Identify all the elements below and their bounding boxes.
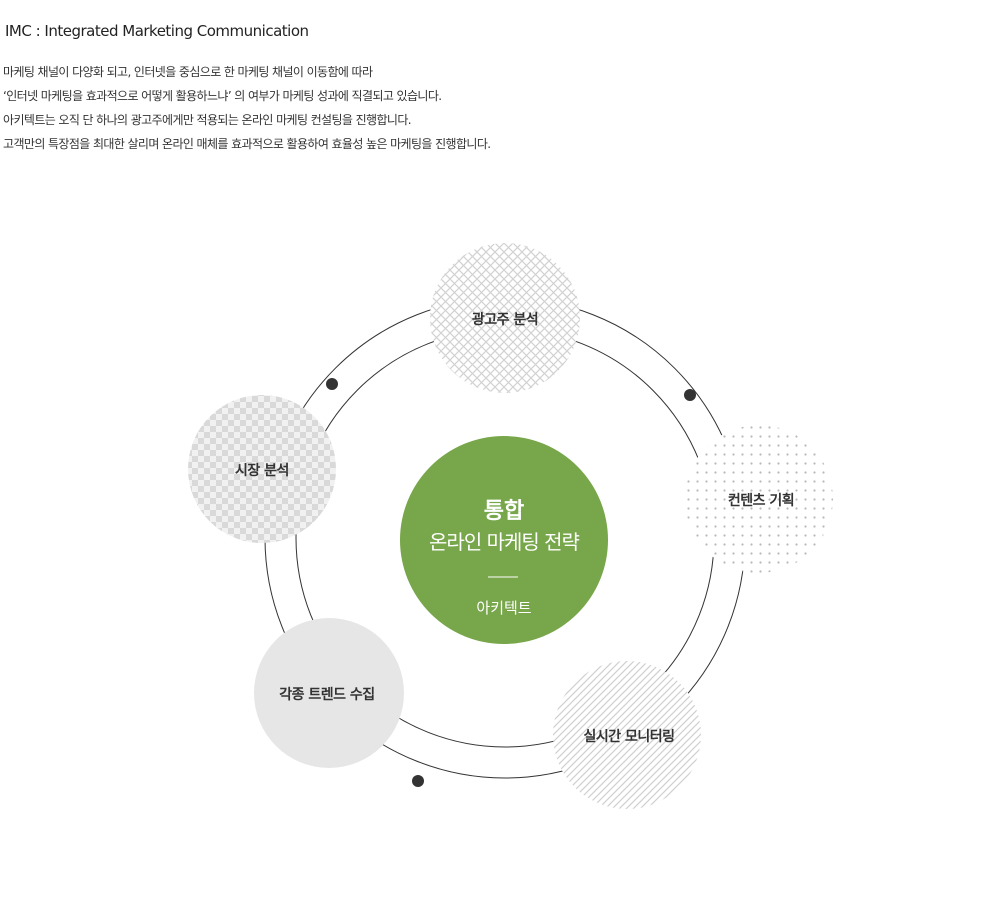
node-advertiser-analysis: 광고주 분석 <box>430 243 580 393</box>
dot-node-circle <box>685 425 833 573</box>
center-footer: 아키텍트 <box>476 599 531 617</box>
connector-dot <box>412 775 424 787</box>
intro-line: 아키텍트는 오직 단 하나의 광고주에게만 적용되는 온라인 마케팅 컨설팅을 … <box>3 113 412 127</box>
solid-node-circle <box>254 618 404 768</box>
crosshatch-node-circle <box>430 243 580 393</box>
intro-line: 마케팅 채널이 다양화 되고, 인터넷을 중심으로 한 마케팅 채널이 이동함에… <box>3 65 373 79</box>
node-trend-collection: 각종 트렌드 수집 <box>254 618 404 768</box>
checker-node-circle <box>188 395 336 543</box>
connector-dot <box>684 389 696 401</box>
intro-line: 고객만의 특장점을 최대한 살리며 온라인 매체를 효과적으로 활용하여 효율성… <box>3 137 491 151</box>
connector-dot <box>326 378 338 390</box>
node-label: 시장 분석 <box>235 462 289 479</box>
intro-line: ‘인터넷 마케팅을 효과적으로 어떻게 활용하느냐’ 의 여부가 마케팅 성과에… <box>3 89 442 103</box>
node-label: 실시간 모니터링 <box>583 728 674 745</box>
node-label: 각종 트렌드 수집 <box>279 686 374 703</box>
page-heading: IMC : Integrated Marketing Communication <box>5 22 309 40</box>
intro-paragraph: 마케팅 채널이 다양화 되고, 인터넷을 중심으로 한 마케팅 채널이 이동함에… <box>3 60 491 156</box>
node-label: 광고주 분석 <box>472 311 538 328</box>
stripe-node-circle <box>553 661 701 809</box>
node-label: 컨텐츠 기획 <box>728 492 794 509</box>
node-content-planning: 컨텐츠 기획 <box>685 425 833 573</box>
center-circle <box>400 436 608 644</box>
center-strategy: 통합 온라인 마케팅 전략 아키텍트 <box>400 436 608 644</box>
center-subtitle: 온라인 마케팅 전략 <box>429 530 580 554</box>
center-title: 통합 <box>484 498 524 524</box>
node-realtime-monitoring: 실시간 모니터링 <box>553 661 701 809</box>
node-market-analysis: 시장 분석 <box>188 395 336 543</box>
